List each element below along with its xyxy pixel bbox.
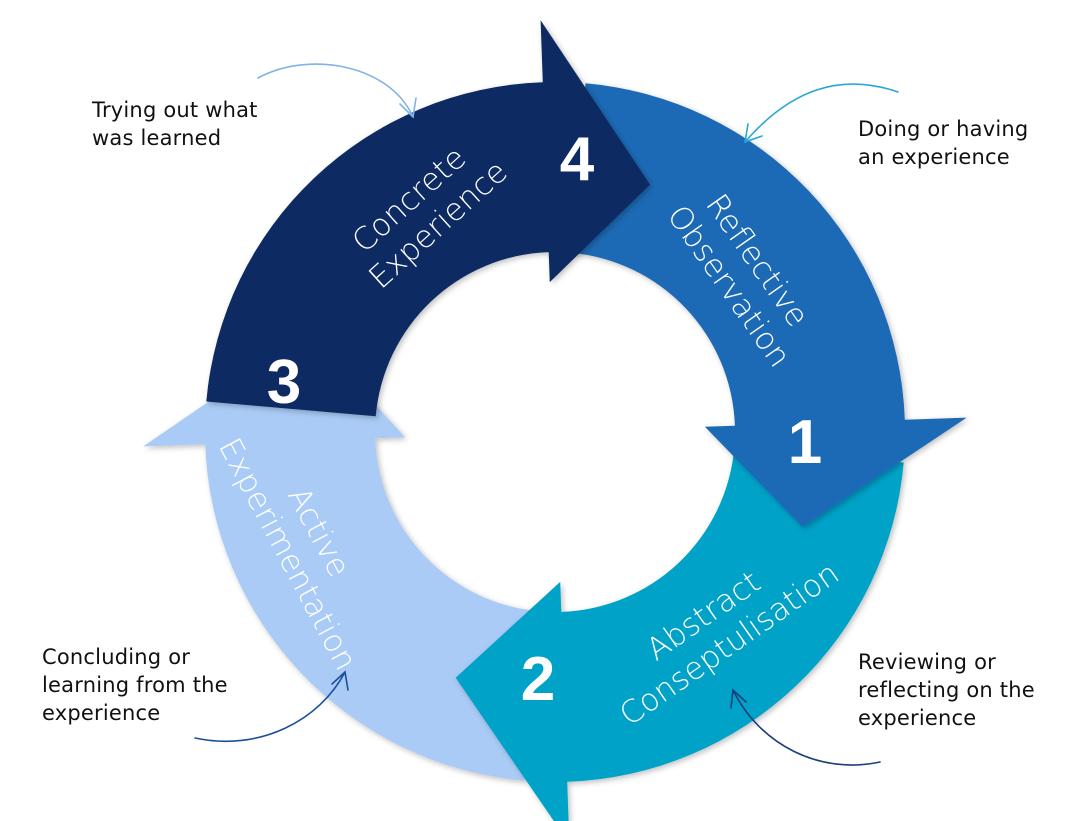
pointer-arrow-active-experimentation — [194, 670, 349, 743]
note-concrete-experience: Trying out what was learned — [92, 98, 258, 150]
arrow-reflective-observation — [570, 83, 967, 528]
arrow-concrete-experience — [206, 20, 651, 417]
pointer-arrow-concrete-experience — [257, 63, 417, 119]
pointer-arrow-abstract-conseptulisation — [730, 688, 881, 766]
stage-number-4: 4 — [560, 125, 595, 194]
stage-number-2: 2 — [521, 645, 555, 714]
note-reflective-observation: Doing or having an experience — [858, 117, 1029, 169]
stage-number-3: 3 — [267, 348, 301, 417]
note-active-experimentation: Concluding or learning from the experien… — [42, 645, 228, 725]
arrow-active-experimentation — [143, 332, 540, 781]
pointer-arrow-reflective-observation — [743, 83, 899, 144]
arrow-abstract-conseptulisation — [455, 447, 904, 821]
note-abstract-conseptulisation: Reviewing or reflecting on the experienc… — [858, 650, 1035, 730]
stage-number-1: 1 — [788, 408, 822, 477]
